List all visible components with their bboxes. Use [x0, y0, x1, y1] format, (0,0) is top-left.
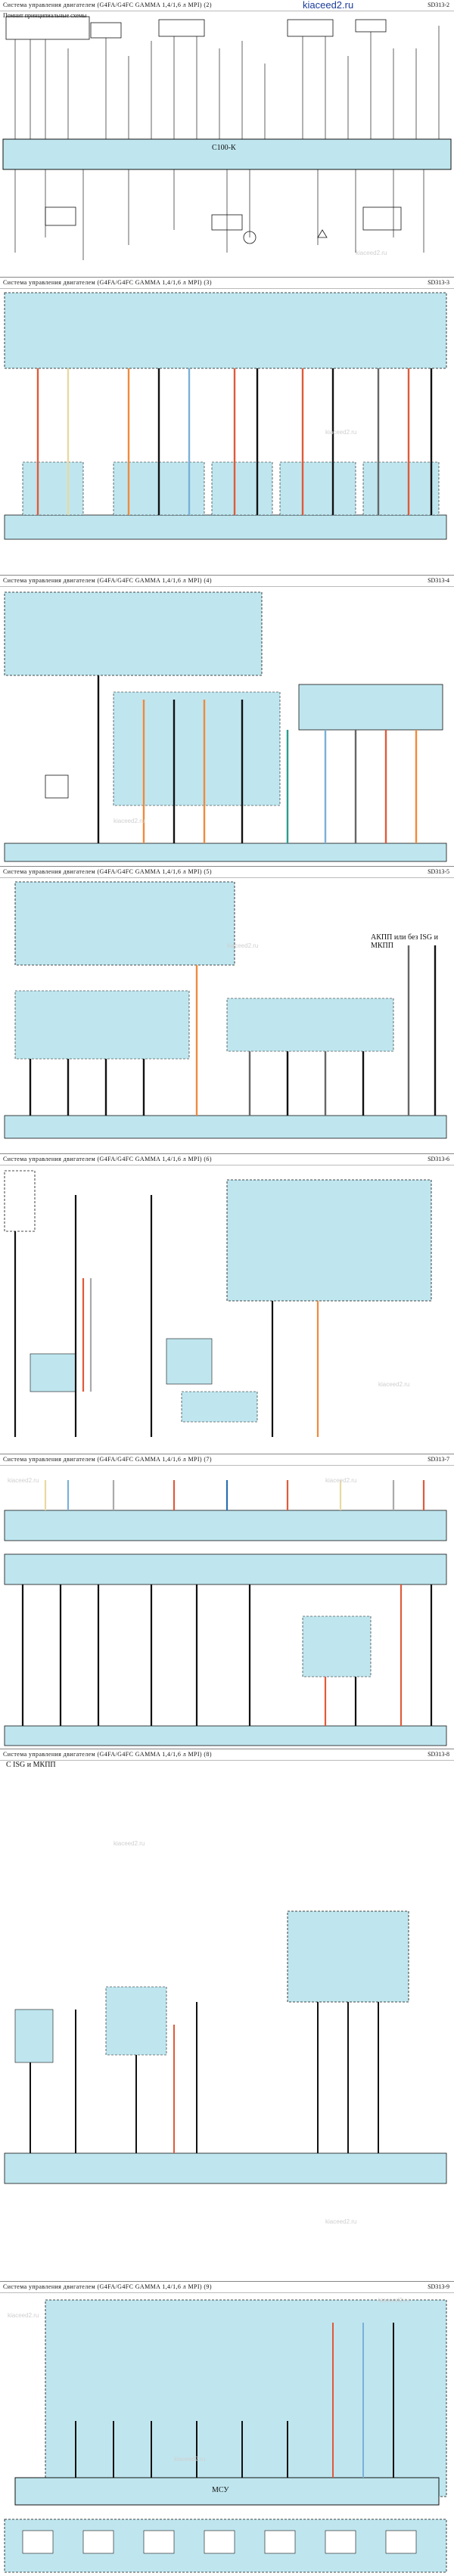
section-header: Система управления двигателем (G4FA/G4FC…: [0, 576, 454, 587]
section-header: Система управления двигателем (G4FA/G4FC…: [0, 867, 454, 878]
diagram-section-5: Система управления двигателем (G4FA/G4FC…: [0, 867, 454, 1154]
watermark: kiaceed2.ru: [8, 1477, 39, 1484]
watermark: kiaceed2.ru: [356, 250, 387, 256]
watermark: kiaceed2.ru: [325, 429, 357, 436]
section-subtitle: Помнит принципиальные схемы: [3, 12, 87, 19]
section-code: SD313-4: [428, 577, 449, 584]
wiring-diagram: [2, 16, 452, 260]
section-header: Система управления двигателем (G4FA/G4FC…: [0, 2282, 454, 2293]
section-header: Система управления двигателем (G4FA/G4FC…: [0, 1749, 454, 1761]
watermark: kiaceed2.ru: [174, 2456, 206, 2463]
section-title: Система управления двигателем (G4FA/G4FC…: [3, 1456, 212, 1463]
wiring-diagram: [4, 292, 447, 540]
watermark: kiaceed2.ru: [8, 2312, 39, 2319]
section-title: Система управления двигателем (G4FA/G4FC…: [3, 279, 212, 286]
wiring-diagram: [4, 2299, 447, 2573]
section-code: SD313-9: [428, 2283, 449, 2290]
wiring-diagram: [4, 881, 447, 1139]
section-title: Система управления двигателем (G4FA/G4FC…: [3, 1751, 212, 1758]
wiring-diagram: [4, 1170, 432, 1437]
ecu-label: МСУ: [212, 2486, 229, 2494]
section-header: Система управления двигателем (G4FA/G4FC…: [0, 1154, 454, 1165]
diagram-section-4: Система управления двигателем (G4FA/G4FC…: [0, 576, 454, 867]
section-title: Система управления двигателем (G4FA/G4FC…: [3, 577, 212, 584]
diagram-section-3: Система управления двигателем (G4FA/G4FC…: [0, 278, 454, 576]
watermark: kiaceed2.ru: [227, 942, 259, 949]
diagram-section-6: Система управления двигателем (G4FA/G4FC…: [0, 1154, 454, 1454]
wiring-diagram: [4, 1480, 447, 1746]
watermark: kiaceed2.ru: [325, 1477, 357, 1484]
watermark: kiaceed2.ru: [114, 1840, 145, 1847]
watermark: kiaceed2.ru: [114, 818, 145, 824]
watermark: kiaceed2.ru: [378, 1381, 410, 1388]
site-logo[interactable]: kiaceed2.ru: [303, 0, 354, 11]
section-title: Система управления двигателем (G4FA/G4FC…: [3, 2283, 212, 2290]
section-title: Система управления двигателем (G4FA/G4FC…: [3, 2, 212, 8]
wiring-diagram: [4, 1910, 447, 2184]
section-header: Система управления двигателем (G4FA/G4FC…: [0, 278, 454, 289]
ecu-connector: [2, 138, 452, 170]
diagram-section-8: Система управления двигателем (G4FA/G4FC…: [0, 1749, 454, 2282]
variant-note: АКПП или без ISG и МКПП: [371, 933, 438, 950]
diagram-section-9: Система управления двигателем (G4FA/G4FC…: [0, 2282, 454, 2576]
watermark: kiaceed2.ru: [378, 2297, 410, 2304]
section-code: SD313-8: [428, 1751, 449, 1758]
diagram-section-7: Система управления двигателем (G4FA/G4FC…: [0, 1454, 454, 1749]
section-header: Система управления двигателем (G4FA/G4FC…: [0, 1454, 454, 1466]
watermark: kiaceed2.ru: [325, 2218, 357, 2225]
section-code: SD313-5: [428, 868, 449, 875]
section-code: SD313-7: [428, 1456, 449, 1463]
section-code: SD313-2: [428, 2, 449, 8]
wiring-diagram: [4, 591, 447, 862]
section-title: Система управления двигателем (G4FA/G4FC…: [3, 868, 212, 875]
diagram-section-2: Система управления двигателем (G4FA/G4FC…: [0, 0, 454, 278]
section-header: Система управления двигателем (G4FA/G4FC…: [0, 0, 454, 11]
section-code: SD313-3: [428, 279, 449, 286]
section-title: Система управления двигателем (G4FA/G4FC…: [3, 1156, 212, 1162]
ecu-label: С100-К: [212, 144, 236, 152]
section-code: SD313-6: [428, 1156, 449, 1162]
variant-note: С ISG и МКПП: [6, 1761, 56, 1769]
